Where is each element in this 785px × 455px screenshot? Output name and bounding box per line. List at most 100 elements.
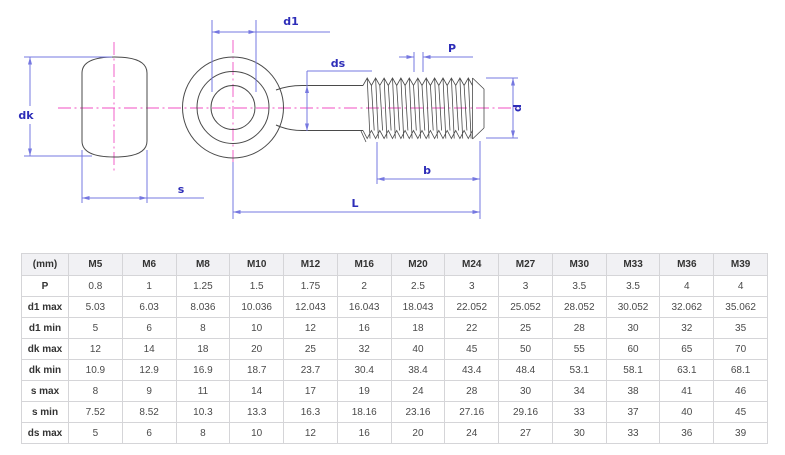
dk-arrow-bottom: [28, 148, 32, 156]
value-cell: 10: [229, 422, 285, 444]
value-cell: 8.52: [121, 401, 177, 423]
value-cell: 22: [444, 317, 500, 339]
value-cell: 16: [336, 422, 392, 444]
p-arrow-left: [406, 55, 414, 59]
value-cell: 16: [336, 317, 392, 339]
value-cell: 1.5: [229, 275, 285, 297]
header-cell-unit: (mm): [21, 253, 69, 276]
value-cell: 25.052: [498, 296, 553, 318]
value-cell: 16.9: [175, 359, 231, 381]
l-arrow-left: [233, 210, 241, 214]
value-cell: 10.036: [229, 296, 285, 318]
eye-outer-circle: [182, 56, 284, 159]
value-cell: 8: [68, 380, 123, 402]
value-cell: 35: [713, 317, 768, 339]
value-cell: 18.16: [336, 401, 392, 423]
value-cell: 48.4: [498, 359, 553, 381]
value-cell: 4: [713, 275, 768, 297]
dk-arrow-top: [28, 57, 32, 65]
value-cell: 10: [229, 317, 285, 339]
value-cell: 4: [659, 275, 715, 297]
p-label: P: [448, 42, 456, 55]
value-cell: 32.062: [659, 296, 715, 318]
dimension-ds: ds: [305, 57, 372, 131]
value-cell: 6: [121, 422, 177, 444]
value-cell: 29.16: [498, 401, 553, 423]
ds-arrow-top: [305, 85, 309, 93]
header-cell-size: M10: [229, 253, 285, 276]
value-cell: 23.16: [390, 401, 446, 423]
header-cell-size: M27: [498, 253, 553, 276]
value-cell: 23.7: [283, 359, 338, 381]
value-cell: 2: [336, 275, 392, 297]
value-cell: 5.03: [68, 296, 123, 318]
value-cell: 6.03: [121, 296, 177, 318]
value-cell: 18: [390, 317, 446, 339]
value-cell: 39: [713, 422, 768, 444]
value-cell: 18.7: [229, 359, 285, 381]
tip-chamfer-bottom: [472, 127, 485, 140]
centerlines: [58, 40, 518, 172]
value-cell: 14: [229, 380, 285, 402]
header-cell-size: M36: [659, 253, 715, 276]
value-cell: 60: [605, 338, 661, 360]
value-cell: 36: [659, 422, 715, 444]
value-cell: 8: [175, 422, 231, 444]
value-cell: 12: [68, 338, 123, 360]
shank: [275, 85, 363, 131]
value-cell: 6: [121, 317, 177, 339]
value-cell: 10.9: [68, 359, 123, 381]
value-cell: 16.043: [336, 296, 392, 318]
value-cell: 40: [659, 401, 715, 423]
row-label-cell: P: [21, 275, 69, 297]
value-cell: 24: [444, 422, 500, 444]
value-cell: 30: [605, 317, 661, 339]
d-label: d: [511, 104, 524, 112]
b-arrow-left: [377, 177, 385, 181]
dimension-dk: dk: [18, 56, 112, 157]
value-cell: 25: [283, 338, 338, 360]
value-cell: 7.52: [68, 401, 123, 423]
eye-hole-circle: [210, 85, 256, 130]
value-cell: 12.9: [121, 359, 177, 381]
row-label-cell: dk max: [21, 338, 69, 360]
value-cell: 27.16: [444, 401, 500, 423]
eye-middle-circle: [196, 71, 270, 144]
ds-arrow-bottom: [305, 123, 309, 131]
value-cell: 12.043: [283, 296, 338, 318]
dimension-p: P: [399, 42, 473, 72]
value-cell: 5: [68, 317, 123, 339]
value-cell: 11: [175, 380, 231, 402]
b-arrow-right: [472, 177, 480, 181]
value-cell: 68.1: [713, 359, 768, 381]
header-cell-size: M8: [175, 253, 231, 276]
value-cell: 30: [498, 380, 553, 402]
shank-top-edge: [275, 85, 363, 91]
value-cell: 43.4: [444, 359, 500, 381]
value-cell: 14: [121, 338, 177, 360]
thread-runout-line: [360, 130, 367, 143]
eye-bolt-technical-drawing: dk s d1 ds: [18, 15, 524, 219]
value-cell: 37: [605, 401, 661, 423]
s-arrow-left: [82, 196, 90, 200]
d-arrow-bottom: [511, 130, 515, 138]
value-cell: 24: [390, 380, 446, 402]
row-label-cell: d1 max: [21, 296, 69, 318]
d1-label: d1: [283, 15, 299, 28]
value-cell: 8.036: [175, 296, 231, 318]
value-cell: 19: [336, 380, 392, 402]
s-arrow-right: [139, 196, 147, 200]
value-cell: 30: [551, 422, 607, 444]
value-cell: 46: [713, 380, 768, 402]
header-cell-size: M12: [283, 253, 338, 276]
value-cell: 30.4: [336, 359, 392, 381]
value-cell: 32: [659, 317, 715, 339]
value-cell: 12: [283, 422, 338, 444]
